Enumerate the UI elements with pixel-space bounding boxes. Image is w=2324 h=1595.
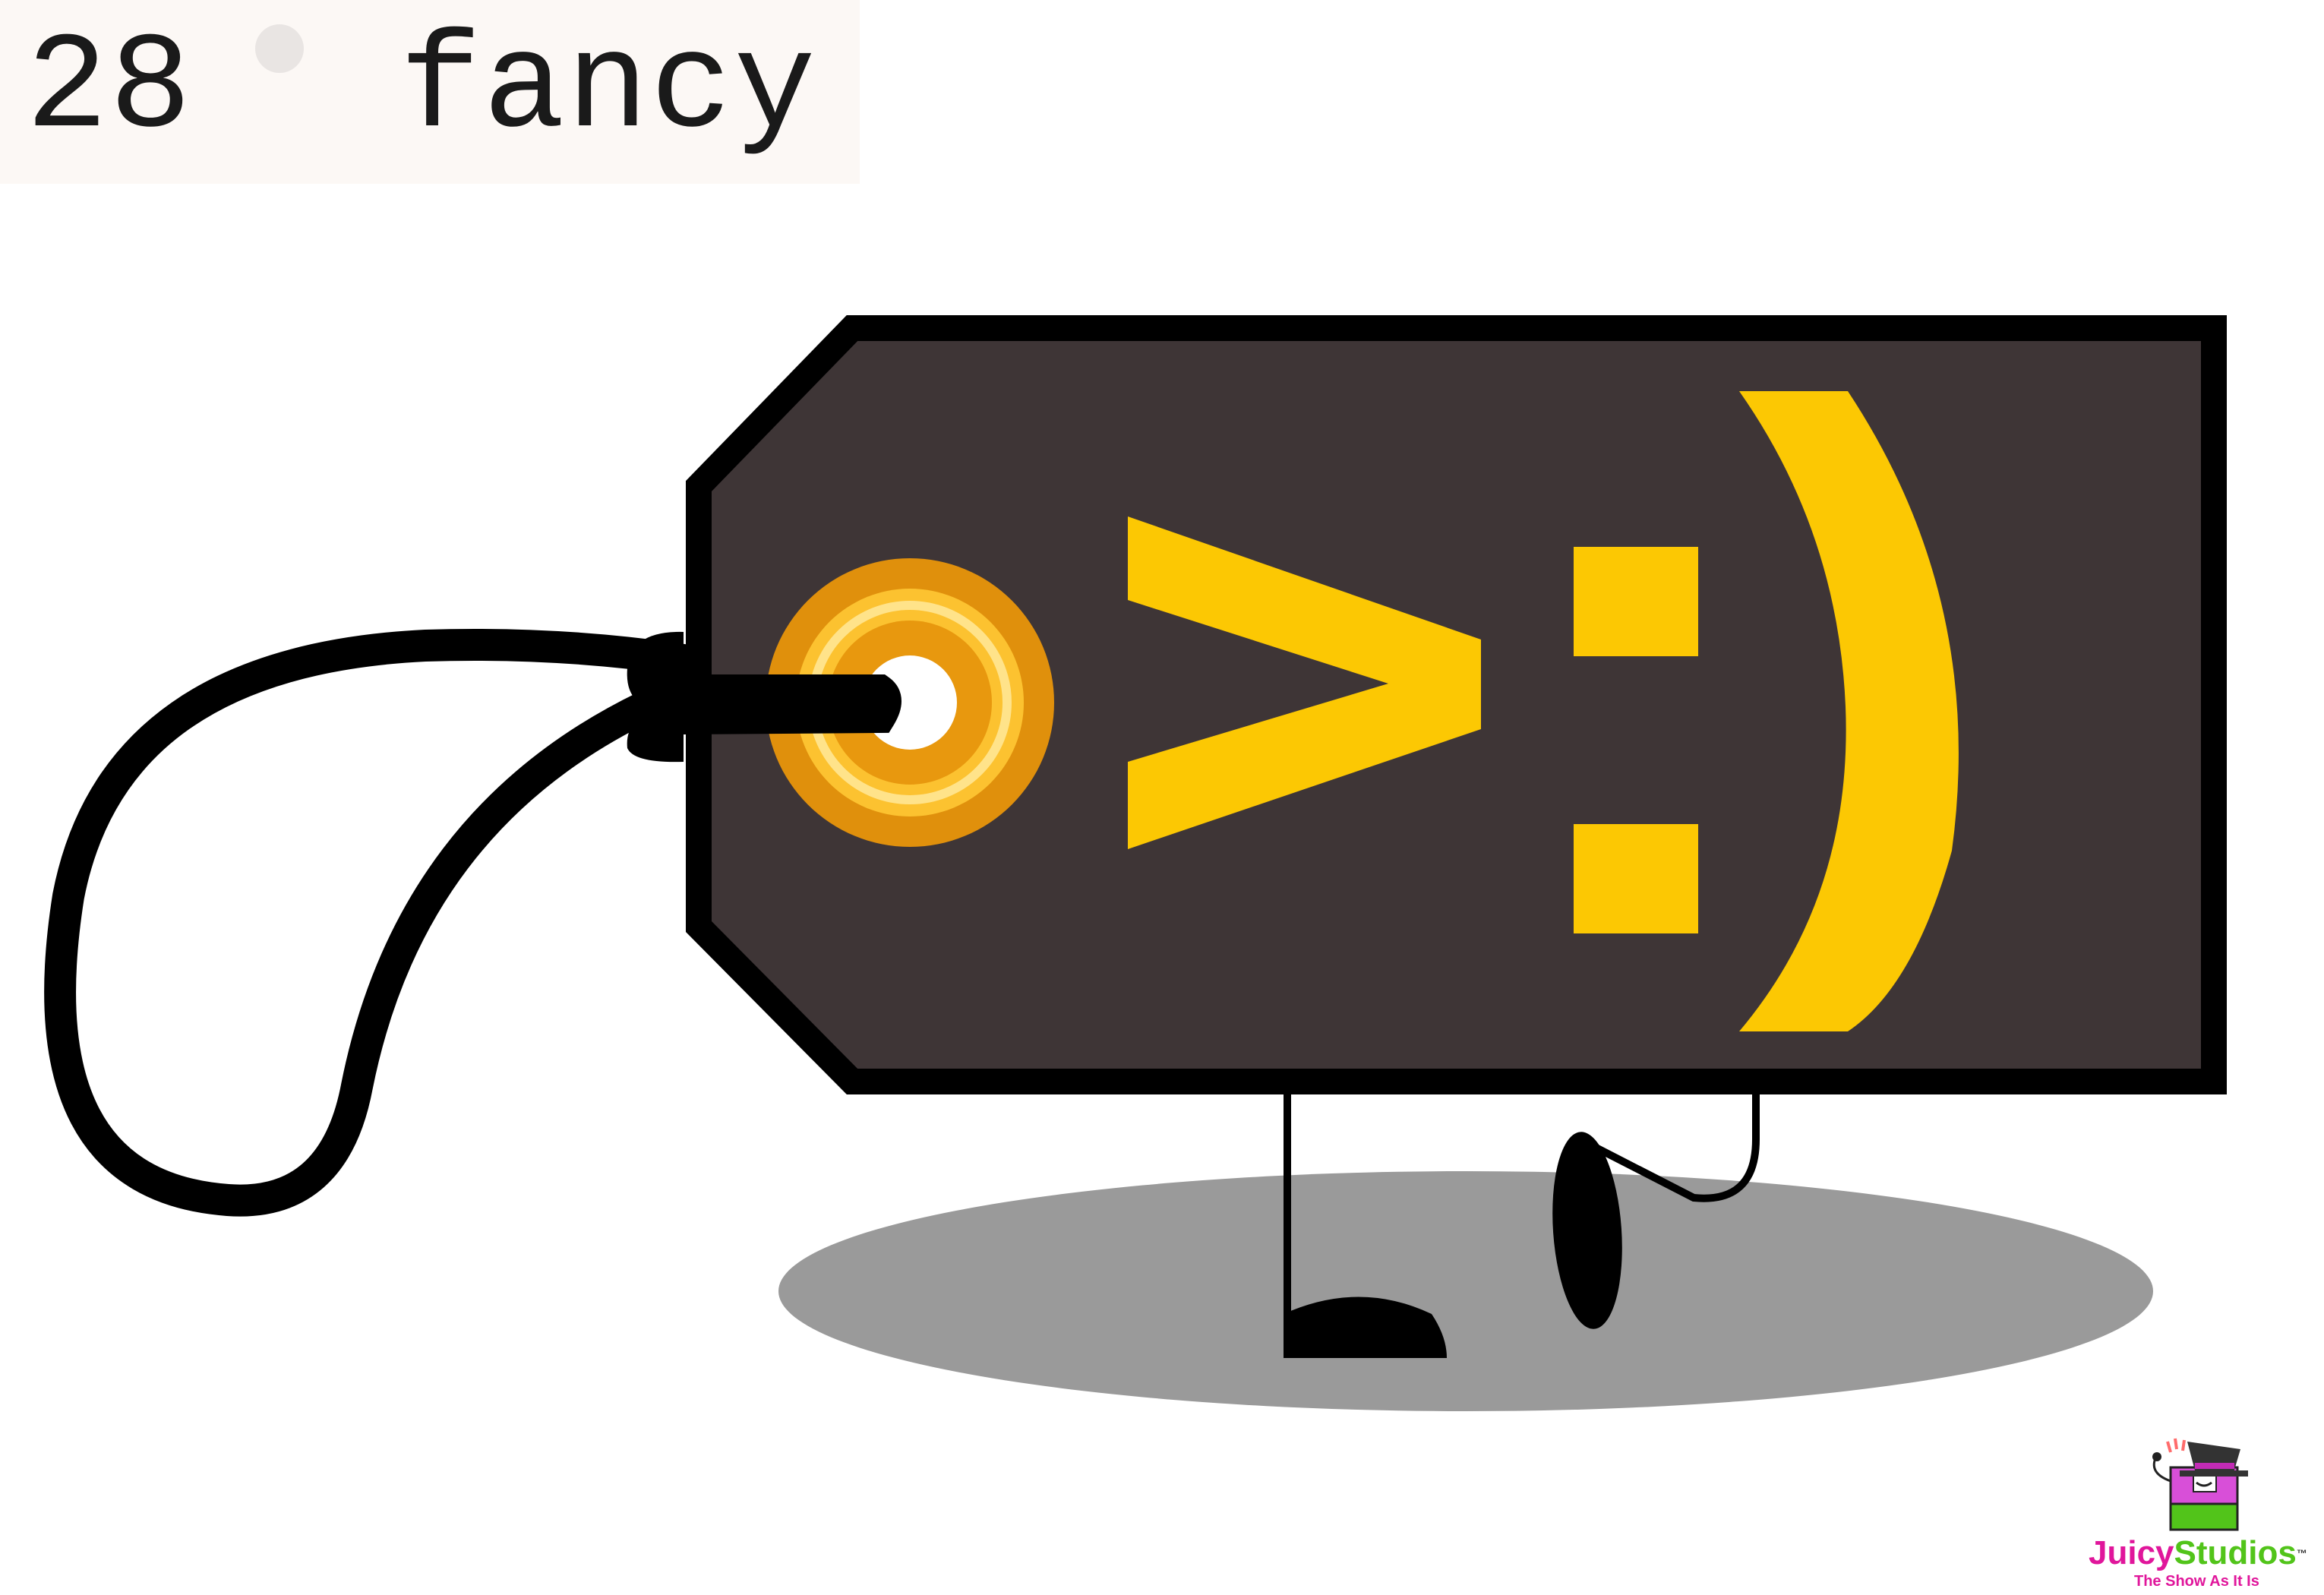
face-eye-lower xyxy=(1574,824,1698,933)
watermark-tagline: The Show As It Is xyxy=(2134,1573,2259,1590)
watermark-brand-studios: Studios xyxy=(2174,1534,2297,1571)
juicy-studios-logo xyxy=(2152,1438,2248,1531)
watermark-trademark: ™ xyxy=(2296,1547,2307,1559)
right-foot xyxy=(1552,1132,1622,1329)
juicy-studios-watermark: JuicyStudios™ The Show As It Is xyxy=(2073,1428,2324,1595)
string-through-hole xyxy=(667,674,901,734)
caption-number: 28 xyxy=(26,12,194,167)
face-mouth xyxy=(1739,391,1959,1031)
face-eye-upper xyxy=(1574,547,1698,656)
left-foot xyxy=(1284,1297,1447,1358)
caption-dot xyxy=(255,24,304,73)
string-knot xyxy=(627,631,684,763)
caption-strip: 28 fancy xyxy=(0,0,860,184)
tag-string xyxy=(44,628,889,1217)
watermark-brand: JuicyStudios™ xyxy=(2089,1534,2307,1572)
face-brow xyxy=(1128,516,1481,849)
caption-word: fancy xyxy=(399,12,818,167)
ground-shadow xyxy=(778,1171,2153,1411)
watermark-brand-juicy: Juicy xyxy=(2089,1534,2174,1571)
right-leg xyxy=(1576,1082,1760,1202)
